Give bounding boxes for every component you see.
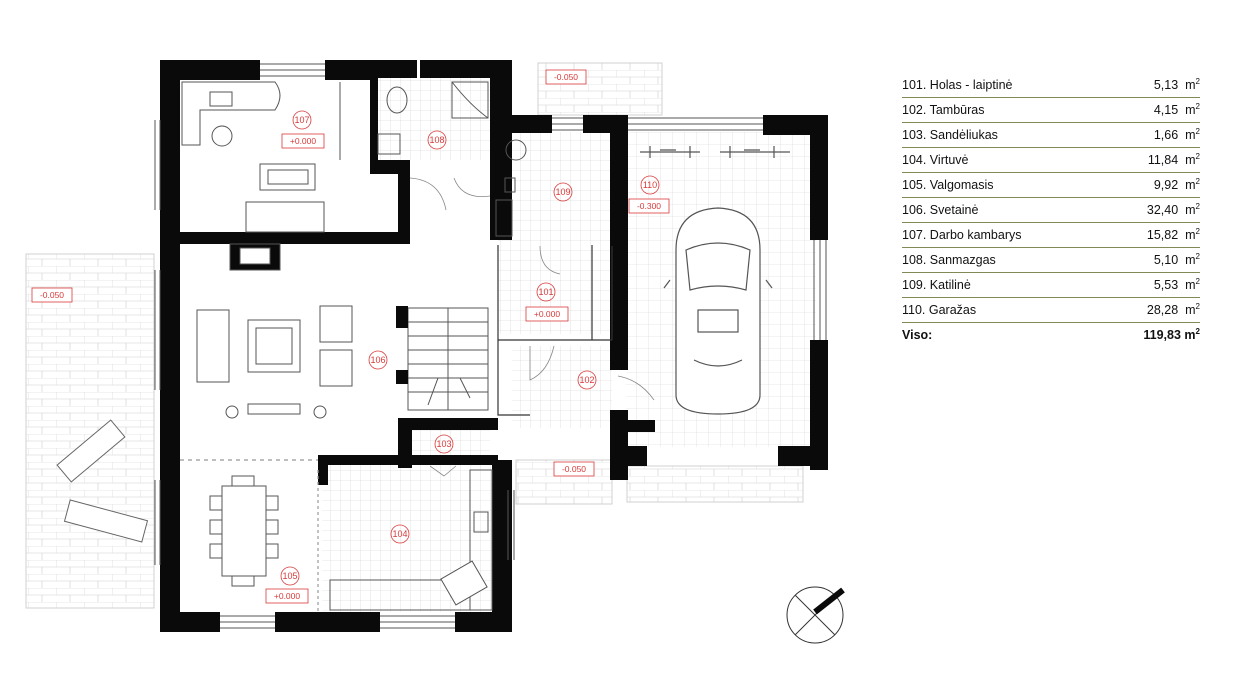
room-area-table: 101. Holas - laiptinė 5,13 m2 102. Tambū… [902, 73, 1200, 347]
room-area: 4,15 m2 [1153, 101, 1200, 117]
room-number-110: 110 [643, 180, 657, 190]
room-area: 9,92 m2 [1153, 176, 1200, 192]
room-area: 15,82 m2 [1146, 226, 1200, 242]
room-number-101: 101 [538, 287, 553, 297]
room-name: 107. Darbo kambarys [902, 228, 1022, 242]
level-105: +0.000 [274, 591, 301, 601]
stair-icon [407, 307, 489, 411]
table-row: 107. Darbo kambarys 15,82 m2 [902, 223, 1200, 248]
table-row: 109. Katilinė 5,53 m2 [902, 273, 1200, 298]
kitchen-furniture [329, 469, 493, 611]
north-arrow-icon [786, 586, 845, 644]
car-icon [663, 207, 773, 415]
table-row: 106. Svetainė 32,40 m2 [902, 198, 1200, 223]
floor-plan: 107 108 109 110 101 106 102 103 104 105 … [25, 60, 845, 644]
room-number-102: 102 [579, 375, 594, 385]
terrace-loungers [56, 419, 149, 543]
total-area: 119,83 m2 [1143, 326, 1200, 342]
floor-109 [512, 132, 616, 240]
room-name: 109. Katilinė [902, 278, 971, 292]
table-row: 102. Tambūras 4,15 m2 [902, 98, 1200, 123]
level-terrace-left: -0.050 [40, 290, 64, 300]
room-name: 110. Garažas [902, 303, 977, 317]
room-number-103: 103 [436, 439, 451, 449]
room-number-107: 107 [294, 115, 309, 125]
level-101: +0.000 [534, 309, 561, 319]
floor-103 [412, 428, 490, 460]
table-row: 104. Virtuvė 11,84 m2 [902, 148, 1200, 173]
room-area: 1,66 m2 [1153, 126, 1200, 142]
room-number-108: 108 [429, 135, 444, 145]
room-number-106: 106 [370, 355, 385, 365]
bicycle-icon [640, 146, 790, 158]
floor-108 [375, 78, 495, 160]
room-name: 101. Holas - laiptinė [902, 78, 1013, 92]
room-area: 28,28 m2 [1146, 301, 1200, 317]
table-row: 110. Garažas 28,28 m2 [902, 298, 1200, 323]
room-area: 5,10 m2 [1153, 251, 1200, 267]
room-area: 11,84 m2 [1147, 151, 1200, 167]
table-row: 103. Sandėliukas 1,66 m2 [902, 123, 1200, 148]
level-entry: -0.050 [562, 464, 586, 474]
room-name: 105. Valgomasis [902, 178, 994, 192]
bathroom-fixtures [377, 81, 489, 155]
level-107: +0.000 [290, 136, 317, 146]
garage-apron [626, 465, 804, 503]
room-number-104: 104 [392, 529, 407, 539]
total-label: Viso: [902, 328, 933, 342]
floor-102 [512, 346, 612, 428]
room-name: 108. Sanmazgas [902, 253, 996, 267]
level-terrace-top: -0.050 [554, 72, 578, 82]
doors [409, 177, 655, 477]
dining-furniture [209, 475, 279, 587]
terrace-left [25, 253, 155, 609]
table-row: 105. Valgomasis 9,92 m2 [902, 173, 1200, 198]
room-area: 5,53 m2 [1153, 276, 1200, 292]
room-number-105: 105 [282, 571, 297, 581]
table-row: 108. Sanmazgas 5,10 m2 [902, 248, 1200, 273]
boiler-fixtures [495, 139, 527, 237]
room-number-109: 109 [555, 187, 570, 197]
level-110: -0.300 [637, 201, 661, 211]
room-name: 104. Virtuvė [902, 153, 969, 167]
room-name: 103. Sandėliukas [902, 128, 998, 142]
room-name: 106. Svetainė [902, 203, 979, 217]
table-row: 101. Holas - laiptinė 5,13 m2 [902, 73, 1200, 98]
living-furniture [196, 243, 353, 419]
total-row: Viso: 119,83 m2 [902, 323, 1200, 347]
room-area: 32,40 m2 [1146, 201, 1200, 217]
room-area: 5,13 m2 [1153, 76, 1200, 92]
study-furniture [181, 81, 341, 233]
room-name: 102. Tambūras [902, 103, 985, 117]
